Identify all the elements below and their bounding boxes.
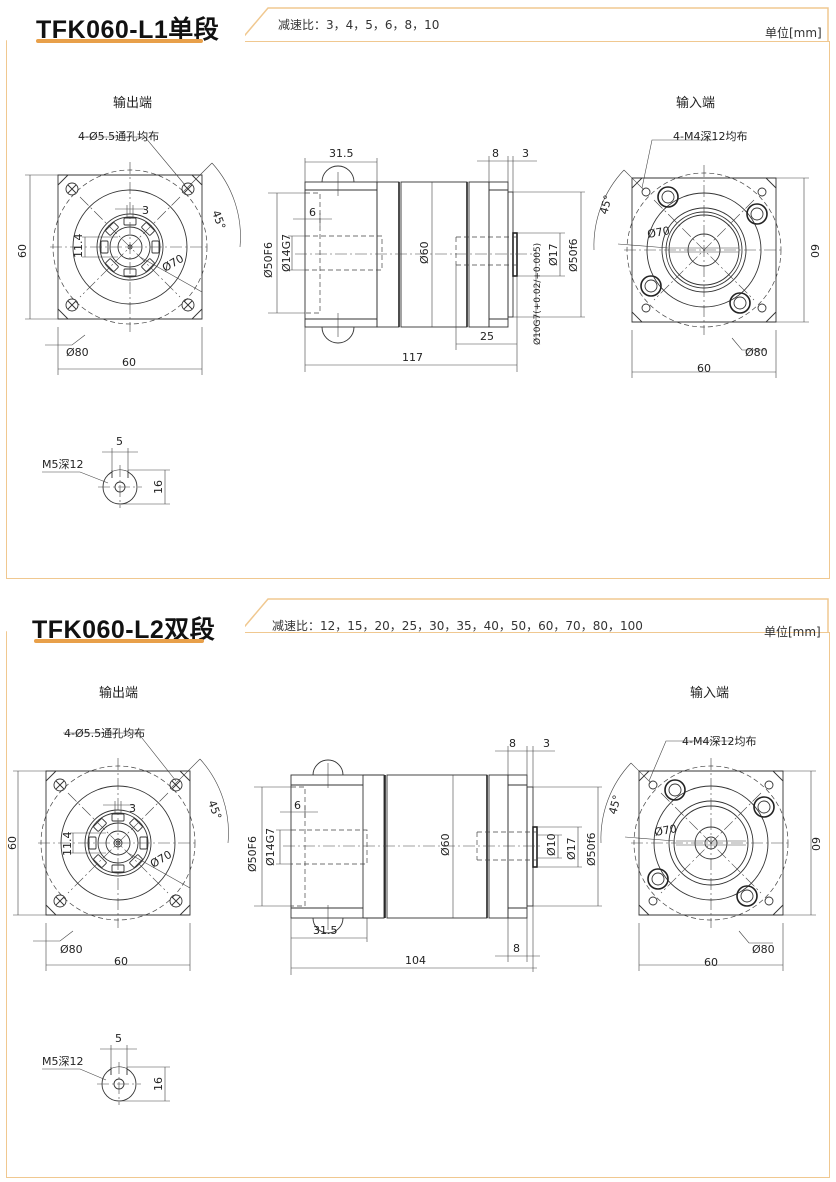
shaft-detail-drawing: M5深12 5 16 [42, 435, 170, 508]
dim-height: 60 [6, 836, 19, 850]
thread-note: M5深12 [42, 458, 84, 471]
dim-width: 60 [704, 956, 718, 969]
dim-pilot-in: Ø50f6 [585, 832, 598, 866]
dim-shaft: 11.4 [72, 234, 85, 259]
dim-pilot-out: Ø50F6 [262, 242, 275, 278]
dim-total: 117 [402, 351, 423, 364]
dim-flange-dia: Ø80 [745, 346, 768, 359]
title-underline [36, 39, 203, 43]
dim-width: 60 [122, 356, 136, 369]
dim-pcd: Ø70 [646, 224, 671, 241]
thread-note: M5深12 [42, 1055, 84, 1068]
dim-body: Ø60 [439, 833, 452, 856]
dim-pilot-depth: 6 [294, 799, 301, 812]
input-end-label: 输入端 [690, 686, 730, 701]
dim-total: 104 [405, 954, 426, 967]
dim-height: 60 [16, 244, 29, 258]
output-end-drawing: 4-Ø5.5通孔均布 3 11.4 Ø70 Ø80 60 60 45° [16, 130, 241, 375]
dim-keyway: 3 [129, 802, 136, 815]
dim-angle: 45° [205, 799, 224, 822]
panel-frame [6, 41, 830, 579]
side-view-drawing: 8 3 6 Ø50F6 Ø14G7 Ø60 Ø10 Ø17 Ø50f6 31.5… [246, 737, 602, 975]
output-end-label: 输出端 [99, 686, 139, 701]
dim-shaft: 11.4 [61, 832, 74, 857]
holes-note: 4-Ø5.5通孔均布 [78, 130, 159, 143]
dim-keyway: 3 [142, 204, 149, 217]
dim-bore-in: Ø10G7(+0.02/+0.005) [532, 243, 543, 345]
dim-key: 5 [116, 435, 123, 448]
shaft-detail-drawing: M5深12 5 16 [42, 1032, 170, 1105]
reduction-ratio: 减速比：12，15，20，25，30，35，40，50，60，70，80，100 [272, 619, 643, 633]
unit-label: 单位[mm] [765, 26, 822, 40]
output-end-drawing: 4-Ø5.5通孔均布 3 11.4 Ø70 Ø80 60 60 45° [6, 727, 229, 971]
dim-bore-out: Ø14G7 [264, 828, 277, 866]
holes-note: 4-M4深12均布 [682, 735, 756, 748]
dim-flange: 8 [509, 737, 516, 750]
holes-note: 4-Ø5.5通孔均布 [64, 727, 145, 740]
dim-angle: 45° [606, 794, 624, 816]
dim-pcd: Ø70 [653, 822, 678, 839]
input-end-label: 输入端 [676, 96, 716, 111]
dim-flange-dia: Ø80 [752, 943, 775, 956]
dim-pilot-depth: 6 [309, 206, 316, 219]
dim-flange-bottom: 8 [513, 942, 520, 955]
dim-bore-depth: 25 [480, 330, 494, 343]
dim-height: 60 [809, 837, 822, 851]
holes-note: 4-M4深12均布 [673, 130, 747, 143]
dim-bore-in: Ø10 [545, 833, 558, 856]
side-view-drawing: 31.5 8 3 6 Ø50F6 Ø14G7 Ø60 Ø17 Ø50f6 Ø10… [262, 147, 585, 372]
dim-spigot: 3 [522, 147, 529, 160]
dim-front-len: 31.5 [329, 147, 354, 160]
dim-hub: Ø17 [547, 243, 560, 266]
dim-pilot-out: Ø50F6 [246, 836, 259, 872]
dim-width: 60 [697, 362, 711, 375]
unit-label: 单位[mm] [764, 625, 821, 639]
output-end-label: 输出端 [113, 96, 153, 111]
dim-flange-dia: Ø80 [60, 943, 83, 956]
dim-flange-dia: Ø80 [66, 346, 89, 359]
header-frame [6, 598, 829, 633]
input-end-drawing: 4-M4深12均布 Ø70 Ø80 60 60 45° [593, 130, 821, 378]
dim-height: 16 [152, 1077, 165, 1091]
dim-hub: Ø17 [565, 837, 578, 860]
dim-body: Ø60 [418, 241, 431, 264]
dim-spigot: 3 [543, 737, 550, 750]
dim-width: 60 [114, 955, 128, 968]
dim-height: 60 [808, 244, 821, 258]
dim-key: 5 [115, 1032, 122, 1045]
section-l1: TFK060-L1单段 减速比：3，4，5，6，8，10 单位[mm] 输出端 … [0, 0, 836, 585]
dim-pilot-in: Ø50f6 [567, 238, 580, 272]
dim-angle: 45° [597, 194, 615, 216]
dim-front-len: 31.5 [313, 924, 338, 937]
title-underline [34, 639, 204, 643]
reduction-ratio: 减速比：3，4，5，6，8，10 [278, 18, 440, 32]
input-end-drawing: 4-M4深12均布 Ø70 Ø80 60 60 45° [600, 735, 822, 971]
section-l2: TFK060-L2双段 减速比：12，15，20，25，30，35，40，50，… [0, 590, 836, 1182]
dim-angle: 45° [209, 209, 228, 232]
panel-frame [6, 632, 830, 1178]
dim-height: 16 [152, 480, 165, 494]
dim-flange: 8 [492, 147, 499, 160]
dim-bore-out: Ø14G7 [280, 234, 293, 272]
